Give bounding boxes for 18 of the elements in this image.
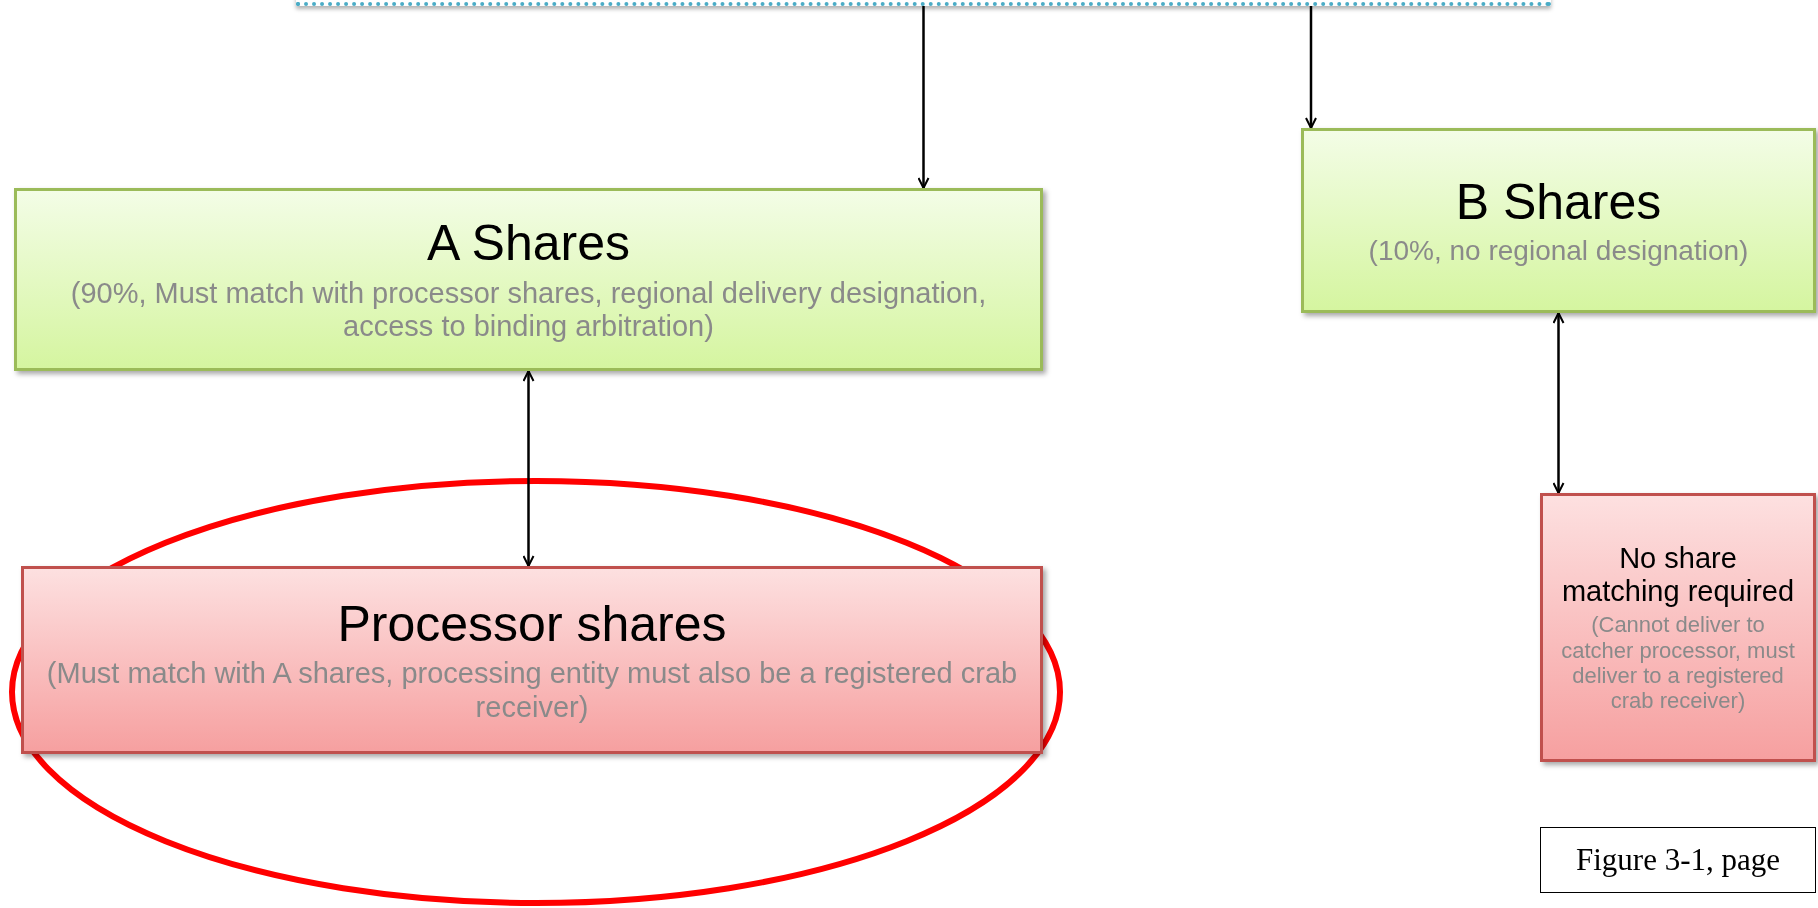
- box-description: (Cannot deliver to catcher processor, must deliver to a registered crab receiver): [1560, 612, 1796, 714]
- box-title: B Shares: [1455, 173, 1662, 232]
- share-box: [21, 566, 1043, 754]
- arrow: [917, 6, 930, 189]
- share-box: [1301, 128, 1816, 313]
- caption-text: Figure 3-1, page: [1576, 842, 1780, 878]
- box-title: Processor shares: [337, 595, 727, 654]
- box-description: (90%, Must match with processor shares, regional delivery designation, access to binding arbitration): [69, 276, 988, 344]
- box-title: No share matching required: [1560, 541, 1796, 609]
- box-description: (Must match with A shares, processing entity must also be a registered crab receiver): [45, 657, 1019, 725]
- box-title: A Shares: [427, 215, 630, 273]
- figure-reference: [1540, 827, 1816, 893]
- box-description: (10%, no regional designation): [1368, 235, 1749, 268]
- share-box: [14, 188, 1043, 371]
- arrow: [522, 370, 535, 567]
- arrow: [1305, 6, 1317, 129]
- arrow: [1552, 312, 1565, 494]
- share-box: [1540, 493, 1816, 762]
